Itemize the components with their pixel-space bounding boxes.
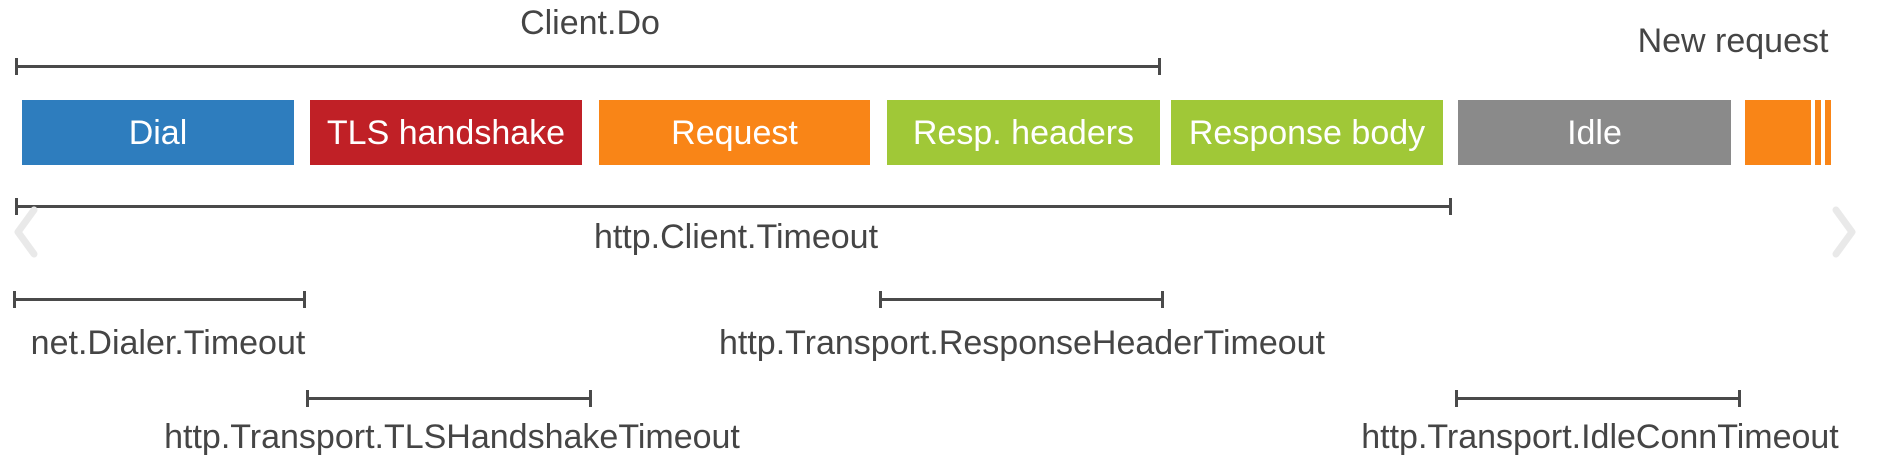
carousel-prev-button[interactable]	[8, 202, 44, 262]
phase-bar-dial: Dial	[22, 100, 294, 165]
carousel-next-button[interactable]	[1826, 202, 1862, 262]
phase-bar-response-body: Response body	[1171, 100, 1443, 165]
http-transport-tls-handshake-timeout-label: http.Transport.TLSHandshakeTimeout	[164, 418, 740, 456]
http-client-timeout-label: http.Client.Timeout	[593, 218, 879, 256]
http-client-timeout-span-line	[15, 204, 1452, 208]
phase-bar-label-dial: Dial	[128, 113, 188, 152]
phase-bar-label-resp-headers: Resp. headers	[912, 113, 1135, 152]
new-request-segment-1	[1745, 100, 1811, 165]
new-request-label: New request	[1637, 22, 1829, 60]
net-dialer-timeout-span-line	[13, 297, 306, 301]
phase-bar-resp-headers: Resp. headers	[887, 100, 1160, 165]
http-transport-tls-handshake-timeout-end-tick	[589, 389, 592, 407]
phase-bar-label-response-body: Response body	[1188, 113, 1426, 152]
new-request-segment-2	[1815, 100, 1821, 165]
client-do-start-tick	[15, 57, 18, 75]
phase-bar-request: Request	[599, 100, 870, 165]
http-client-timeout-start-tick	[15, 197, 18, 215]
http-client-timeout-end-tick	[1449, 197, 1452, 215]
phase-bar-idle: Idle	[1458, 100, 1731, 165]
http-transport-idle-conn-timeout-span-line	[1455, 396, 1741, 400]
phase-bar-label-idle: Idle	[1567, 113, 1622, 152]
net-dialer-timeout-start-tick	[13, 290, 16, 308]
chevron-left-icon	[14, 206, 38, 258]
http-transport-response-header-timeout-span-line	[879, 297, 1164, 301]
phase-bar-label-request: Request	[671, 113, 798, 152]
phase-bar-tls-handshake: TLS handshake	[310, 100, 582, 165]
phase-bar-label-tls-handshake: TLS handshake	[326, 113, 566, 152]
http-transport-response-header-timeout-end-tick	[1161, 290, 1164, 308]
client-do-end-tick	[1158, 57, 1161, 75]
http-transport-tls-handshake-timeout-span-line	[306, 396, 592, 400]
http-transport-idle-conn-timeout-end-tick	[1738, 389, 1741, 407]
http-transport-response-header-timeout-start-tick	[879, 290, 882, 308]
http-transport-tls-handshake-timeout-start-tick	[306, 389, 309, 407]
chevron-right-icon	[1832, 206, 1856, 258]
new-request-segment-3	[1825, 100, 1831, 165]
http-transport-response-header-timeout-label: http.Transport.ResponseHeaderTimeout	[718, 324, 1326, 362]
net-dialer-timeout-end-tick	[303, 290, 306, 308]
client-do-label: Client.Do	[520, 4, 660, 42]
net-dialer-timeout-label: net.Dialer.Timeout	[30, 324, 306, 362]
client-do-span-line	[15, 64, 1161, 68]
http-transport-idle-conn-timeout-label: http.Transport.IdleConnTimeout	[1361, 418, 1839, 456]
http-transport-idle-conn-timeout-start-tick	[1455, 389, 1458, 407]
